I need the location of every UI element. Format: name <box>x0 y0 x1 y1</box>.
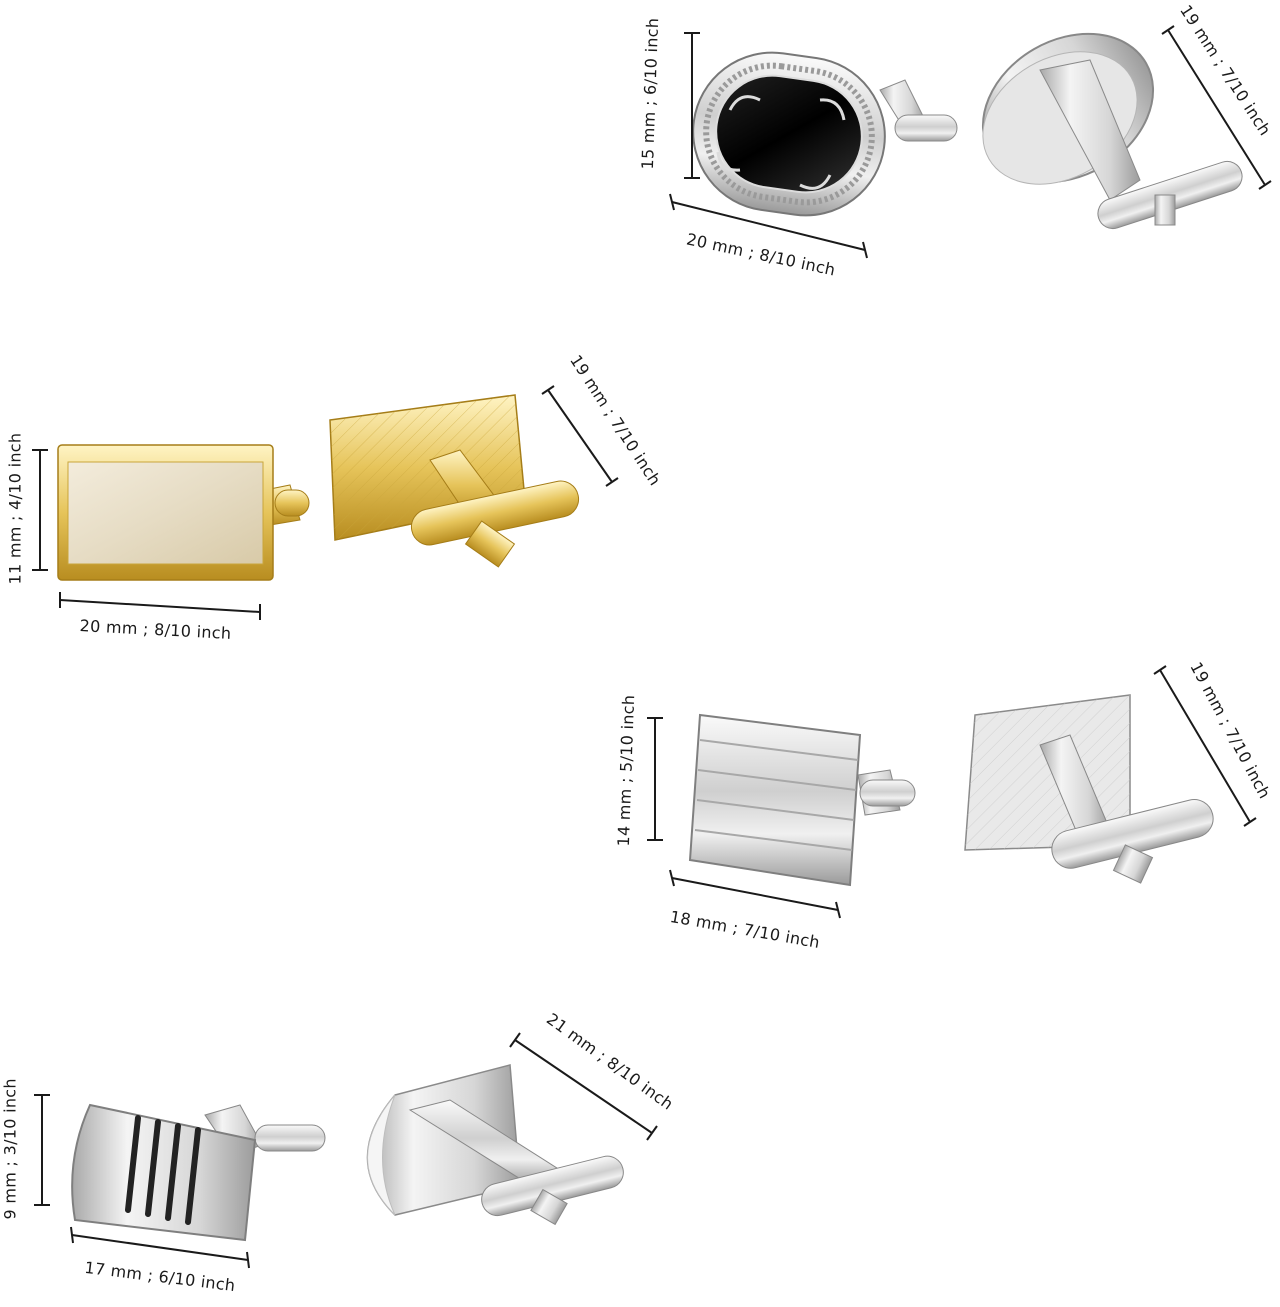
striped-cufflink-front <box>688 713 916 887</box>
dimension-lines <box>32 25 1272 1269</box>
dimension-height-label: 9 mm ; 3/10 inch <box>0 1078 20 1220</box>
barrel-cufflink-back <box>366 1064 624 1226</box>
gold-cufflink-back <box>329 394 580 568</box>
oval-cufflink-front <box>692 51 958 217</box>
dimension-height-label: 11 mm ; 4/10 inch <box>5 432 25 585</box>
striped-cufflink-back <box>964 694 1214 884</box>
oval-cufflink-back <box>981 32 1243 230</box>
gold-cufflink-front <box>57 444 310 581</box>
barrel-cufflink-front <box>71 1103 326 1242</box>
